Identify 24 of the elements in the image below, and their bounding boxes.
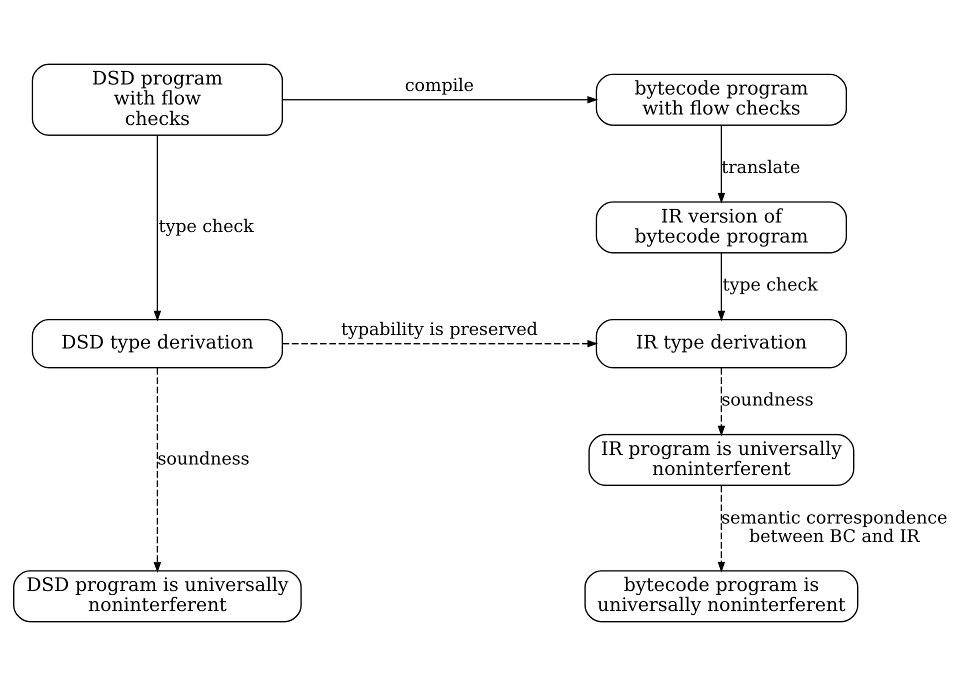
edge-label: soundness xyxy=(721,390,814,411)
edge-label: soundness xyxy=(157,449,250,470)
node-box: DSD type derivation xyxy=(32,318,284,368)
arrow xyxy=(282,96,598,104)
arrow xyxy=(154,368,162,573)
node-box: DSD program with flow checks xyxy=(32,64,284,136)
arrow xyxy=(718,486,726,573)
arrow xyxy=(282,340,598,348)
arrow xyxy=(718,125,726,204)
node-box: bytecode program is universally noninterferent xyxy=(584,570,858,622)
node-box: bytecode program with flow checks xyxy=(596,74,848,126)
node-box: IR type derivation xyxy=(596,318,848,368)
edge-label: typability is preserved xyxy=(341,320,538,340)
arrow xyxy=(718,252,726,322)
arrow xyxy=(718,368,726,436)
node-box: DSD program is universally noninterferent xyxy=(13,570,302,622)
edge-label: compile xyxy=(404,76,474,96)
arrow xyxy=(154,136,162,322)
node-box: IR program is universally noninterferent xyxy=(588,434,854,486)
edge-label: type check xyxy=(722,276,818,296)
edge-label: semantic correspondence between BC and IR xyxy=(721,508,948,547)
node-box: IR version of bytecode program xyxy=(596,201,848,254)
edge-label: translate xyxy=(721,158,800,178)
edge-label: type check xyxy=(158,216,254,237)
